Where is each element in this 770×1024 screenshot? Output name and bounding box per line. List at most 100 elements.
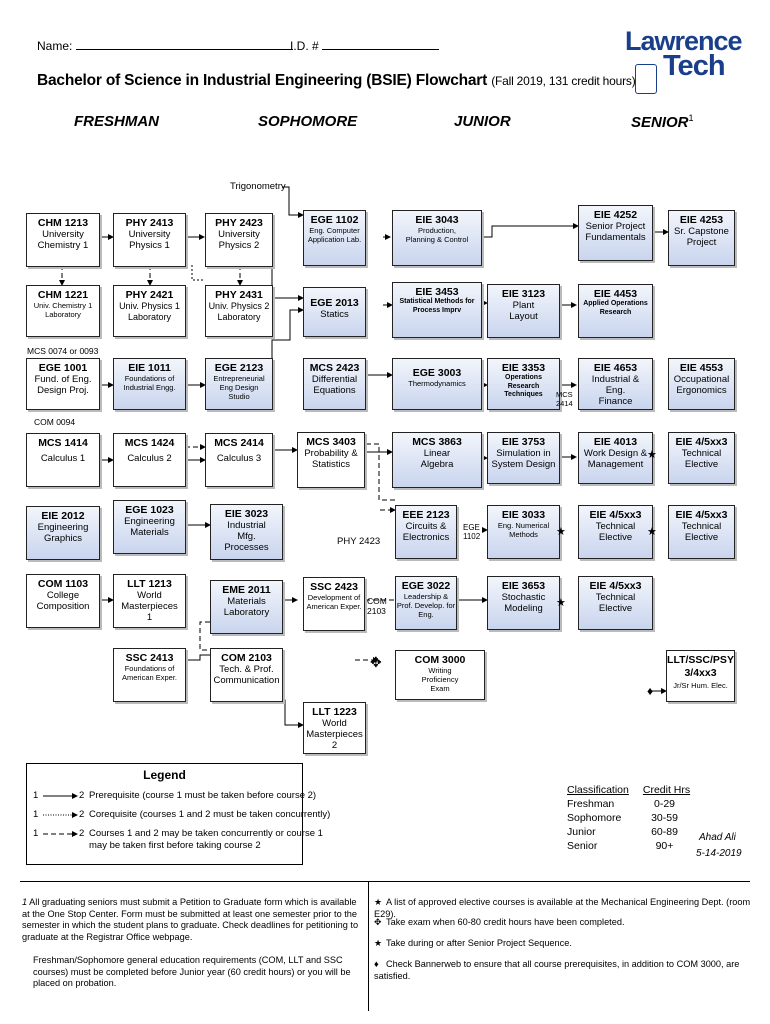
course-eie3653[interactable]: EIE 3653 Stochastic Modeling [487,576,560,630]
course-eme2011[interactable]: EME 2011 Materials Laboratory [210,580,283,634]
course-title: Statics [320,309,349,320]
footer-note-1: 1 All graduating seniors must submit a P… [22,897,359,942]
name-line[interactable] [75,38,293,50]
credit-hrs-header: Credit Hrs [642,784,691,796]
course-eie4553[interactable]: EIE 4553 Occupational Ergonomics [668,358,735,410]
course-eie3023[interactable]: EIE 3023 Industrial Mfg. Processes [210,504,283,560]
course-ege1001[interactable]: EGE 1001 Fund. of Eng. Design Proj. [26,358,100,410]
legend-n1: 1 [33,809,39,820]
course-eie4253[interactable]: EIE 4253 Sr. Capstone Project [668,210,735,266]
year-senior: SENIOR1 [631,113,694,131]
legend-n2: 2 [79,790,85,801]
diamond-icon: ♦ [647,684,654,698]
course-eie4653[interactable]: EIE 4653 Industrial & Eng. Finance [578,358,653,410]
course-llt1223[interactable]: LLT 1223 World Masterpieces 2 [303,702,366,754]
course-ege2013[interactable]: EGE 2013 Statics [303,287,366,337]
course-phy2431[interactable]: PHY 2431 Univ. Physics 2 Laboratory [205,285,273,337]
course-title: Sr. Capstone Project [674,226,729,248]
course-ege3003[interactable]: EGE 3003 Thermodynamics [392,358,482,410]
course-phy2423[interactable]: PHY 2423 University Physics 2 [205,213,273,267]
revision-date: 5-14-2019 [696,848,742,859]
star-icon: ★ [556,597,566,609]
course-ege2123[interactable]: EGE 2123 Entrepreneurial Eng Design Stud… [205,358,273,410]
note-com0094: COM 0094 [34,417,76,427]
course-title: Eng. Numerical Methods [497,521,550,539]
course-eie45xx3-b[interactable]: EIE 4/5xx3 Technical Elective [578,576,653,630]
course-eie4013[interactable]: EIE 4013 Work Design & Management [578,432,653,484]
course-mcs3403[interactable]: MCS 3403 Probability & Statistics [297,432,365,488]
course-eie3353[interactable]: EIE 3353 Operations Research Techniques [487,358,560,410]
course-phy2421[interactable]: PHY 2421 Univ. Physics 1 Laboratory [113,285,186,337]
course-title: World Masterpieces 1 [121,590,178,623]
course-phy2413[interactable]: PHY 2413 University Physics 1 [113,213,186,267]
course-eie45xx3-c[interactable]: EIE 4/5xx3 Technical Elective [668,432,735,484]
course-title: Plant Layout [509,300,538,322]
course-title: Industrial Mfg. Processes [224,520,269,553]
legend-n1: 1 [33,790,39,801]
course-eee2123[interactable]: EEE 2123 Circuits & Electronics [395,505,457,559]
course-mcs1424[interactable]: MCS 1424 Calculus 2 [113,433,186,487]
name-label: Name: [37,39,73,53]
course-eie45xx3-d[interactable]: EIE 4/5xx3 Technical Elective [668,505,735,559]
course-title: Senior Project Fundamentals [585,221,646,243]
author: Ahad Ali [699,832,736,843]
legend-n2: 2 [79,809,85,820]
course-eie3123[interactable]: EIE 3123 Plant Layout [487,284,560,338]
course-title: Thermodynamics [408,379,466,388]
course-com3000[interactable]: COM 3000 Writing Proficiency Exam [395,650,485,700]
course-eie3033[interactable]: EIE 3033 Eng. Numerical Methods [487,505,560,559]
course-llt1213[interactable]: LLT 1213 World Masterpieces 1 [113,574,186,628]
course-code: EGE 2013 [310,297,359,309]
course-code: MCS 1424 [124,437,175,449]
course-code: EIE 3023 [224,508,269,520]
course-title: Jr/Sr Hum. Elec. [673,681,728,690]
course-ege1023[interactable]: EGE 1023 Engineering Materials [113,500,186,554]
course-eie1011[interactable]: EIE 1011 Foundations of Industrial Engg. [113,358,186,410]
name-field[interactable]: Name: [37,38,293,53]
course-mcs2423[interactable]: MCS 2423 Differential Equations [303,358,366,410]
year-junior: JUNIOR [454,113,511,130]
course-eie2012[interactable]: EIE 2012 Engineering Graphics [26,506,100,560]
course-eie3753[interactable]: EIE 3753 Simulation in System Design [487,432,560,484]
course-eie3453[interactable]: EIE 3453 Statistical Methods for Process… [392,282,482,338]
course-title: University Chemistry 1 [37,229,89,251]
note-com2103: COM 2103 [367,596,387,616]
course-ege1102[interactable]: EGE 1102 Eng. Computer Application Lab. [303,210,366,266]
course-chm1221[interactable]: CHM 1221 Univ. Chemistry 1 Laboratory [26,285,100,337]
course-code: EGE 1102 [310,214,359,226]
course-title: Work Design & Management [583,448,648,470]
course-code: EIE 4553 [679,362,724,374]
course-title: Operations Research Techniques [504,374,543,398]
course-code: EIE 3123 [501,288,546,300]
course-title: Occupational Ergonomics [673,374,730,396]
course-eie45xx3-a[interactable]: EIE 4/5xx3 Technical Elective [578,505,653,559]
course-code: EGE 3022 [401,580,451,592]
course-eie4453[interactable]: EIE 4453 Applied Operations Research [578,284,653,338]
course-code: PHY 2421 [125,289,174,301]
classification-header: Classification [567,784,629,796]
course-eie3043[interactable]: EIE 3043 Production, Planning & Control [392,210,482,266]
course-title: University Physics 1 [128,229,171,251]
legend-concurrent: Courses 1 and 2 may be taken concurrentl… [89,828,323,839]
course-eie4252[interactable]: EIE 4252 Senior Project Fundamentals [578,205,653,261]
course-ege3022[interactable]: EGE 3022 Leadership & Prof. Develop. for… [395,576,457,630]
id-line[interactable] [322,38,440,50]
note-phy2423: PHY 2423 [337,536,381,547]
course-ssc2413[interactable]: SSC 2413 Foundations of American Exper. [113,648,186,702]
course-com1103[interactable]: COM 1103 College Composition [26,574,100,628]
course-chm1213[interactable]: CHM 1213 University Chemistry 1 [26,213,100,267]
course-title: Calculus 3 [216,453,262,464]
course-llt-ssc-psy[interactable]: LLT/SSC/PSY 3/4xx3 Jr/Sr Hum. Elec. [666,650,735,702]
course-mcs3863[interactable]: MCS 3863 Linear Algebra [392,432,482,488]
course-title: Writing Proficiency Exam [421,666,459,693]
course-com2103[interactable]: COM 2103 Tech. & Prof. Communication [210,648,283,702]
id-field[interactable]: I.D. # [290,38,440,53]
course-code: EIE 3653 [501,580,546,592]
course-code: PHY 2413 [125,217,174,229]
course-mcs1414[interactable]: MCS 1414 Calculus 1 [26,433,100,487]
course-title: Simulation in System Design [491,448,556,470]
course-title: Technical Elective [595,521,636,543]
course-ssc2423[interactable]: SSC 2423 Development of American Exper. [303,577,365,631]
course-mcs2414[interactable]: MCS 2414 Calculus 3 [205,433,273,487]
